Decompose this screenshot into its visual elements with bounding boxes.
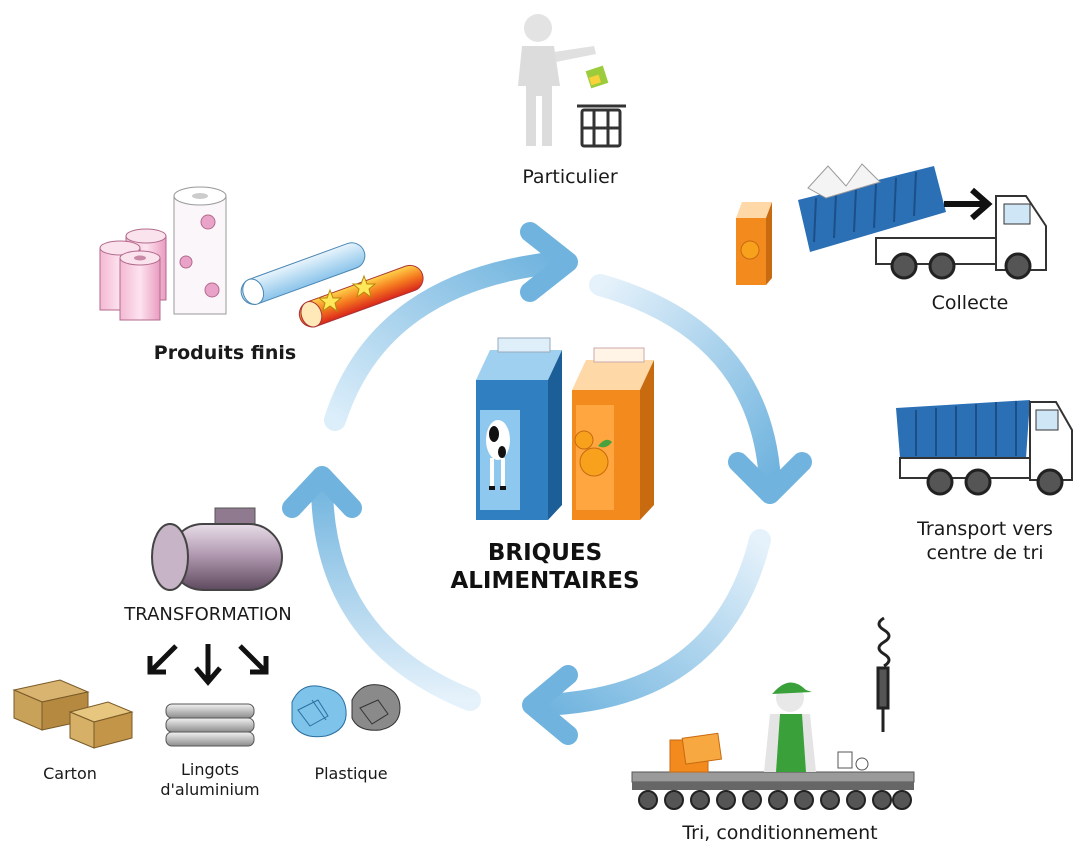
cycle-arrows: [282, 222, 812, 745]
label-plastique: Plastique: [314, 764, 388, 783]
collection-truck-icon: [875, 195, 1047, 280]
label-tri: Tri, conditionnement: [682, 822, 878, 844]
colored-tubes-icon: [240, 242, 424, 328]
arrow-right: [589, 274, 781, 491]
arrow-right-head: [728, 452, 812, 504]
arrow-top-head: [520, 222, 578, 302]
arrow-right-icon: [944, 187, 993, 221]
juice-carton-icon: [572, 347, 654, 520]
label-lingots-line1: Lingots: [180, 760, 240, 779]
tipping-container-icon: [798, 163, 946, 252]
arrow-bottom-head: [522, 665, 578, 745]
label-particulier: Particulier: [522, 166, 618, 188]
center-title-line2: ALIMENTAIRES: [450, 567, 640, 594]
center-title: BRIQUES ALIMENTAIRES: [440, 540, 650, 595]
transport-truck-icon: [896, 400, 1073, 496]
cardboard-boxes-icon: [12, 679, 134, 749]
label-lingots: Lingots d'aluminium: [150, 760, 270, 800]
plastic-scraps-icon: [291, 684, 401, 738]
milk-carton-icon: [476, 337, 562, 520]
arrow-left: [310, 469, 481, 711]
person-throwing-icon: [518, 14, 609, 146]
label-transport: Transport vers centre de tri: [900, 518, 1070, 566]
arrow-bottom: [529, 529, 771, 716]
tank-icon: [151, 507, 283, 591]
conveyor-belt-icon: [631, 732, 915, 810]
collecte-carton-icon: [736, 202, 772, 285]
paper-rolls-icon: [99, 228, 167, 321]
label-transport-line2: centre de tri: [926, 541, 1044, 564]
arrow-top: [324, 251, 571, 431]
label-transformation: TRANSFORMATION: [124, 604, 292, 625]
worker-icon: [764, 682, 816, 772]
label-carton: Carton: [43, 764, 97, 783]
label-produits-finis: Produits finis: [153, 342, 297, 364]
split-arrows-icon: [147, 644, 269, 686]
center-title-line1: BRIQUES: [487, 540, 603, 566]
label-collecte: Collecte: [931, 292, 1009, 314]
label-lingots-line2: d'aluminium: [160, 780, 260, 799]
kitchen-roll-icon: [173, 186, 227, 315]
trash-bin-icon: [577, 104, 626, 148]
arrow-left-head: [282, 466, 362, 518]
machine-arm-icon: [876, 616, 891, 732]
aluminium-ingots-icon: [165, 703, 255, 747]
label-transport-line1: Transport vers: [917, 518, 1053, 540]
